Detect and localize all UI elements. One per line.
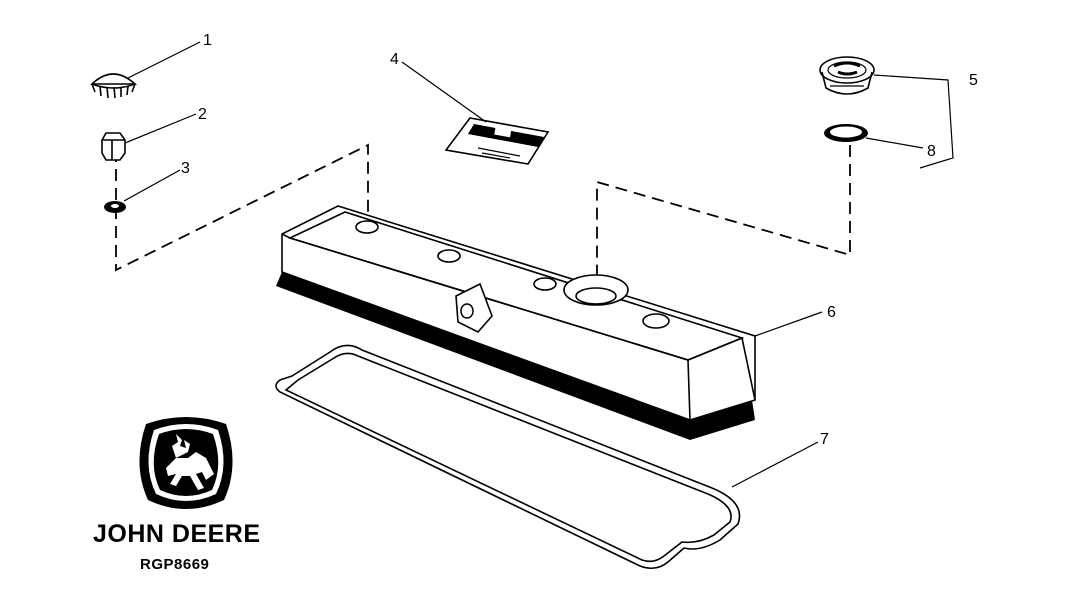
part-1-cap [89,73,138,99]
leader-lines [123,41,954,488]
john-deere-logo [139,417,233,509]
callout-labels: 1 2 3 4 5 6 7 8 [181,32,978,448]
part-6-rocker-cover [276,205,756,440]
callout-4: 4 [390,51,399,68]
part-8-o-ring [824,124,868,142]
part-2-hex-nut [101,132,126,161]
brand-name: JOHN DEERE [93,520,261,548]
drawing-code: RGP8669 [140,556,209,573]
callout-5: 5 [969,72,978,89]
callout-7: 7 [820,431,829,448]
callout-6: 6 [827,304,836,321]
part-3-washer [104,201,126,213]
deer-icon [166,434,214,490]
part-5-filler-cap [819,56,875,95]
callout-3: 3 [181,160,190,177]
part-7-gasket [275,344,741,570]
callout-1: 1 [203,32,212,49]
callout-2: 2 [198,106,207,123]
callout-8: 8 [927,143,936,160]
part-4-decal [444,117,550,165]
